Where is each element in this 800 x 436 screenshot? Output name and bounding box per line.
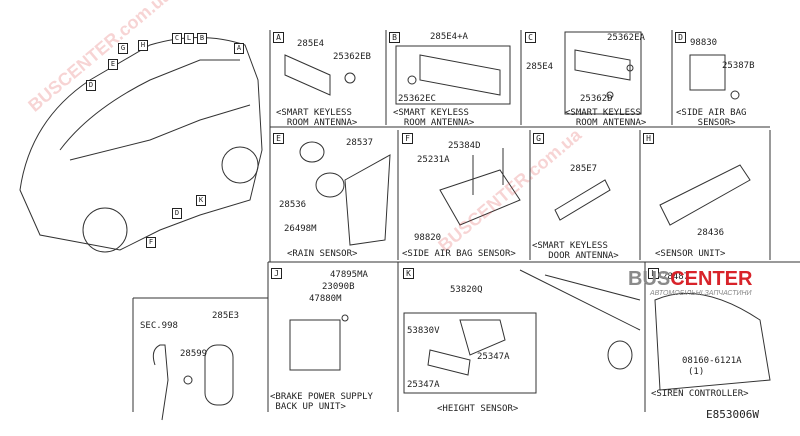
part-label: 25362EB [333,52,371,62]
panel-g-caption: <SMART KEYLESS DOOR ANTENNA> [532,241,619,261]
part-label: 25362EC [398,94,436,104]
panel-j-caption: <BRAKE POWER SUPPLY BACK UP UNIT> [270,392,373,412]
panel-j-letter: J [271,268,282,279]
panel-l-letter: L [648,268,659,279]
part-label: 98830 [690,38,718,48]
part-label: 08160-6121A [682,356,742,366]
car-callout-e: E [108,59,118,70]
panel-k-caption: <HEIGHT SENSOR> [437,404,519,414]
part-label: 28536 [279,200,307,210]
brand-name-b: CENTER [670,268,753,290]
panel-h-caption: <SENSOR UNIT> [655,249,726,259]
panel-b-letter: B [389,32,400,43]
part-label: 285E4+A [430,32,468,42]
car-callout-g: G [118,43,128,54]
car-callout-k: K [196,195,206,206]
panel-e-letter: E [273,133,284,144]
part-label: 25362D [580,94,613,104]
part-label: 47895MA [330,270,368,280]
panel-d-letter: D [675,32,686,43]
car-callout-a: A [234,43,244,54]
car-callout-h: H [138,40,148,51]
part-label: 285E4 [297,39,325,49]
panel-e-caption: <RAIN SENSOR> [287,249,358,259]
panel-d-caption: <SIDE AIR BAG SENSOR> [676,108,747,128]
part-label: 25362EA [607,33,645,43]
part-label: 26498M [284,224,317,234]
part-label: 28436 [697,228,725,238]
brand-name-a: BUS [628,268,671,290]
car-callout-d: D [86,80,96,91]
car-callout-f: F [146,237,156,248]
part-label: 23090B [322,282,355,292]
panel-f-caption: <SIDE AIR BAG SENSOR> [402,249,516,259]
car-callout-d2: D [172,208,182,219]
panel-l-caption: <SIREN CONTROLLER> [651,389,749,399]
part-label: 25347A [407,380,440,390]
panel-c-letter: C [525,32,536,43]
part-label: 47880M [309,294,342,304]
part-label: (1) [688,367,705,377]
part-label: 285E7 [570,164,598,174]
panel-a-letter: A [273,32,284,43]
car-callout-l: L [184,33,194,44]
part-label: 25387B [722,61,755,71]
panel-h-letter: H [643,133,654,144]
panel-k-letter: K [403,268,414,279]
part-label: 285E3 [212,311,240,321]
part-label: 25347A [477,352,510,362]
part-label: 98820 [414,233,442,243]
part-label: 25231A [417,155,450,165]
part-label: 53830V [407,326,440,336]
panel-a-caption: <SMART KEYLESS ROOM ANTENNA> [276,108,358,128]
part-label: 285E4 [526,62,554,72]
panel-f-letter: F [402,133,413,144]
car-callout-c: C [172,33,182,44]
panel-g-letter: G [533,133,544,144]
diagram-code: E853006W [706,408,759,421]
part-label: 28599 [180,349,208,359]
part-label: 25384D [448,141,481,151]
part-label: 53820Q [450,285,483,295]
panel-b-caption: <SMART KEYLESS ROOM ANTENNA> [393,108,475,128]
part-label: SEC.998 [140,321,178,331]
panel-c-caption: <SMART KEYLESS ROOM ANTENNA> [565,108,647,128]
part-label: 28537 [346,138,374,148]
part-label: 28487 [662,272,690,282]
brand-tagline: АВТОМОБІЛЬНІ ЗАПЧАСТИНИ [650,290,752,297]
car-callout-b: B [197,33,207,44]
brand-logo: BUSCENTER АВТОМОБІЛЬНІ ЗАПЧАСТИНИ [628,268,752,297]
